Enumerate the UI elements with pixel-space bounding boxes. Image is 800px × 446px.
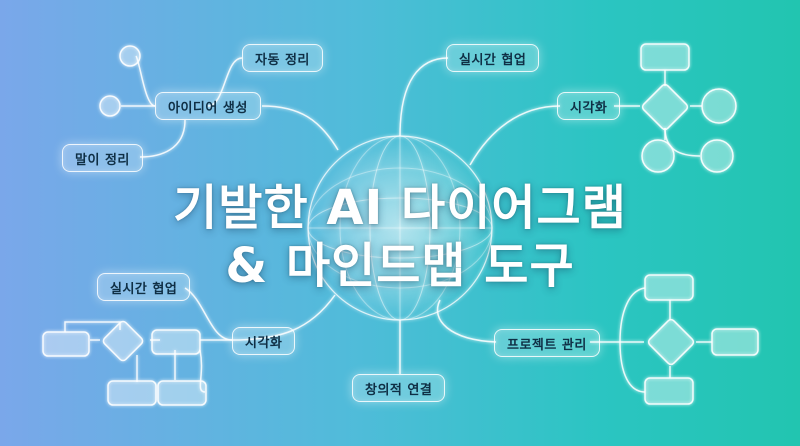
node-circle-icon bbox=[701, 88, 737, 124]
node-speech-organize: 말이 정리 bbox=[62, 144, 143, 172]
node-circle-icon bbox=[99, 95, 121, 117]
node-circle-icon bbox=[119, 45, 141, 67]
globe-icon bbox=[307, 135, 493, 321]
node-box-icon bbox=[640, 43, 690, 71]
node-box-icon bbox=[107, 380, 157, 406]
node-realtime-collab-top: 실시간 협업 bbox=[446, 44, 540, 72]
node-idea-generation: 아이디어 생성 bbox=[155, 92, 261, 120]
node-circle-icon bbox=[700, 139, 734, 173]
node-circle-icon bbox=[641, 139, 675, 173]
node-diamond-icon bbox=[647, 318, 695, 366]
headline-line-1: 기발한 AI 다이어그램 bbox=[173, 180, 627, 236]
node-diamond-icon bbox=[102, 320, 144, 362]
node-box-icon bbox=[711, 328, 759, 356]
node-box-icon bbox=[42, 331, 90, 357]
node-box-icon bbox=[644, 274, 694, 301]
node-creative-link: 창의적 연결 bbox=[352, 374, 446, 402]
node-visualize-left: 시각화 bbox=[232, 327, 296, 355]
node-box-icon bbox=[644, 377, 694, 405]
node-project-manage: 프로젝트 관리 bbox=[494, 329, 600, 357]
node-visualize-top: 시각화 bbox=[557, 92, 621, 120]
node-box-icon bbox=[151, 329, 201, 355]
node-auto-organize: 자동 정리 bbox=[242, 44, 323, 72]
node-box-icon bbox=[157, 380, 207, 406]
node-diamond-icon bbox=[641, 83, 689, 131]
headline-line-2: & 마인드맵 도구 bbox=[225, 238, 575, 294]
node-realtime-collab-left: 실시간 협업 bbox=[97, 273, 191, 301]
